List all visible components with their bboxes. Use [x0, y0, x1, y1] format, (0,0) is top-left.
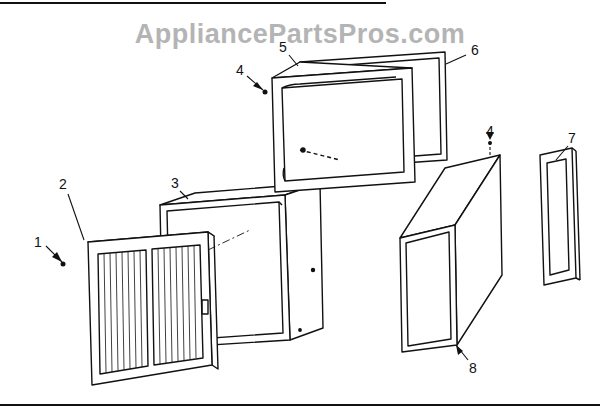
callout-number: 8	[469, 361, 477, 375]
leader-lines	[46, 55, 568, 360]
callout-number: 5	[279, 40, 287, 54]
callout-number: 1	[34, 235, 42, 249]
callout-number: 4	[236, 63, 244, 77]
leader-heads	[52, 82, 494, 355]
callout-number: 4	[486, 124, 494, 138]
grille-part	[88, 232, 218, 385]
top-rule	[0, 2, 386, 4]
trim-frame-part	[540, 148, 580, 285]
bottom-rule	[0, 404, 600, 406]
callout-number: 3	[171, 176, 179, 190]
callout-number: 6	[471, 43, 479, 57]
duct-part	[400, 155, 502, 352]
callout-number: 7	[568, 131, 576, 145]
watermark: AppliancePartsPros.com	[135, 21, 466, 48]
callout-number: 2	[59, 177, 67, 191]
frame-part	[272, 52, 447, 192]
